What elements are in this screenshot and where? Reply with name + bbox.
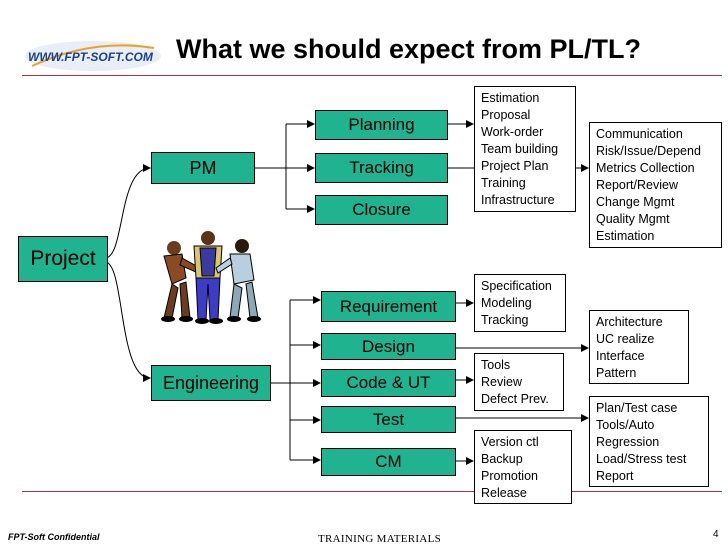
note-item: Project Plan <box>481 159 549 173</box>
note-item: Plan/Test case <box>596 401 678 415</box>
header-rule <box>22 75 722 76</box>
note-item: Promotion <box>481 469 538 483</box>
note-item: UC realize <box>596 332 655 346</box>
note-item: Release <box>481 486 527 500</box>
node-requirement: Requirement <box>321 291 456 322</box>
note-item: Report <box>596 469 634 483</box>
note-item: Estimation <box>596 229 655 243</box>
note-item: Work-order <box>481 125 544 139</box>
note-item: Quality Mgmt <box>596 212 670 226</box>
note-item: Regression <box>596 435 660 449</box>
note-item: Report/Review <box>596 178 678 192</box>
note-item: Tools <box>481 358 511 372</box>
note-item: Tools/Auto <box>596 418 655 432</box>
team-clipart-icon <box>150 228 268 324</box>
page-title: What we should expect from PL/TL? <box>176 34 642 64</box>
note-planning: Estimation Proposal Work-order Team buil… <box>474 86 576 212</box>
node-pm: PM <box>151 152 255 184</box>
node-project: Project <box>18 236 108 282</box>
note-item: Infrastructure <box>481 193 555 207</box>
note-code-ut: Tools Review Defect Prev. <box>474 353 564 411</box>
note-cm: Version ctl Backup Promotion Release <box>474 430 572 504</box>
note-item: Proposal <box>481 108 531 122</box>
node-tracking: Tracking <box>315 153 448 183</box>
node-code-ut: Code & UT <box>321 369 456 397</box>
note-item: Backup <box>481 452 523 466</box>
note-item: Architecture <box>596 315 663 329</box>
note-item: Risk/Issue/Depend <box>596 144 701 158</box>
note-requirement: Specification Modeling Tracking <box>474 274 566 332</box>
footer-rule <box>22 491 722 492</box>
node-cm: CM <box>321 448 456 476</box>
node-test: Test <box>321 406 456 433</box>
footer-training-materials: TRAINING MATERIALS <box>318 533 442 545</box>
note-item: Version ctl <box>481 435 539 449</box>
node-engineering: Engineering <box>151 365 271 401</box>
note-pm: Communication Risk/Issue/Depend Metrics … <box>589 122 722 248</box>
note-item: Communication <box>596 127 683 141</box>
logo-text: WWW.FPT-SOFT.COM <box>28 50 154 64</box>
note-item: Change Mgmt <box>596 195 675 209</box>
page-number: 4 <box>713 529 719 540</box>
note-item: Modeling <box>481 296 532 310</box>
note-item: Load/Stress test <box>596 452 687 466</box>
footer-confidential: FPT-Soft Confidential <box>8 532 100 542</box>
note-item: Tracking <box>481 313 529 327</box>
note-item: Specification <box>481 279 552 293</box>
note-item: Estimation <box>481 91 540 105</box>
note-item: Review <box>481 375 522 389</box>
note-test: Plan/Test case Tools/Auto Regression Loa… <box>589 396 709 487</box>
note-item: Defect Prev. <box>481 392 549 406</box>
note-item: Interface <box>596 349 645 363</box>
note-design: Architecture UC realize Interface Patter… <box>589 310 689 384</box>
note-item: Pattern <box>596 366 637 380</box>
fpt-soft-logo: WWW.FPT-SOFT.COM <box>22 36 164 76</box>
note-item: Metrics Collection <box>596 161 695 175</box>
node-closure: Closure <box>315 195 448 225</box>
note-item: Team building <box>481 142 559 156</box>
note-item: Training <box>481 176 526 190</box>
node-design: Design <box>321 333 456 360</box>
node-planning: Planning <box>315 110 448 140</box>
